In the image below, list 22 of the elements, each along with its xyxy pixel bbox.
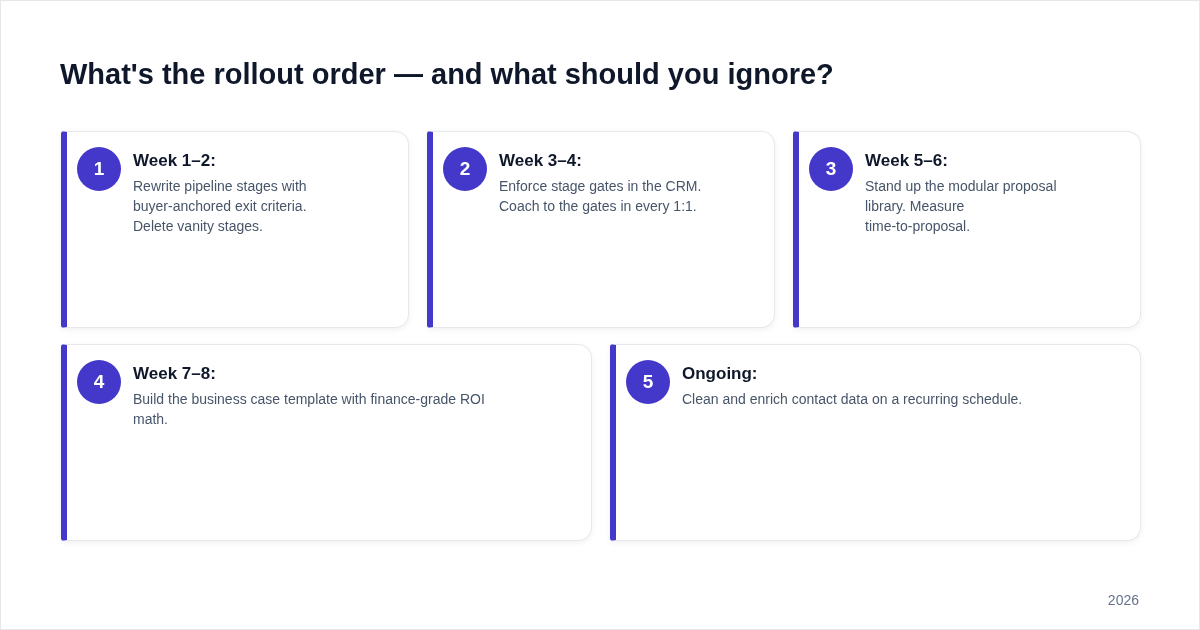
step-heading: Week 5–6: (865, 150, 948, 172)
step-card (427, 131, 775, 328)
step-heading: Week 1–2: (133, 150, 216, 172)
step-number: 4 (77, 360, 121, 404)
step-heading: Week 7–8: (133, 363, 216, 385)
step-description: Stand up the modular proposal library. Measure time-to-proposal. (865, 177, 1058, 236)
year-label: 2026 (1107, 591, 1139, 609)
step-card (61, 131, 409, 328)
step-number: 3 (809, 147, 853, 191)
step-description: Clean and enrich contact data on a recurring schedule. (682, 390, 1024, 409)
step-number: 2 (443, 147, 487, 191)
step-card (610, 344, 1141, 541)
step-heading: Ongoing: (682, 363, 758, 385)
step-description: Build the business case template with finance-grade ROI math. (133, 390, 486, 429)
page-title: What's the rollout order — and what should you ignore? (60, 57, 834, 92)
step-card (61, 344, 592, 541)
step-heading: Week 3–4: (499, 150, 582, 172)
step-description: Rewrite pipeline stages with buyer-anchored exit criteria. Delete vanity stages. (133, 177, 308, 236)
step-number: 5 (626, 360, 670, 404)
step-number: 1 (77, 147, 121, 191)
step-card (793, 131, 1141, 328)
step-description: Enforce stage gates in the CRM. Coach to the gates in every 1:1. (499, 177, 703, 216)
